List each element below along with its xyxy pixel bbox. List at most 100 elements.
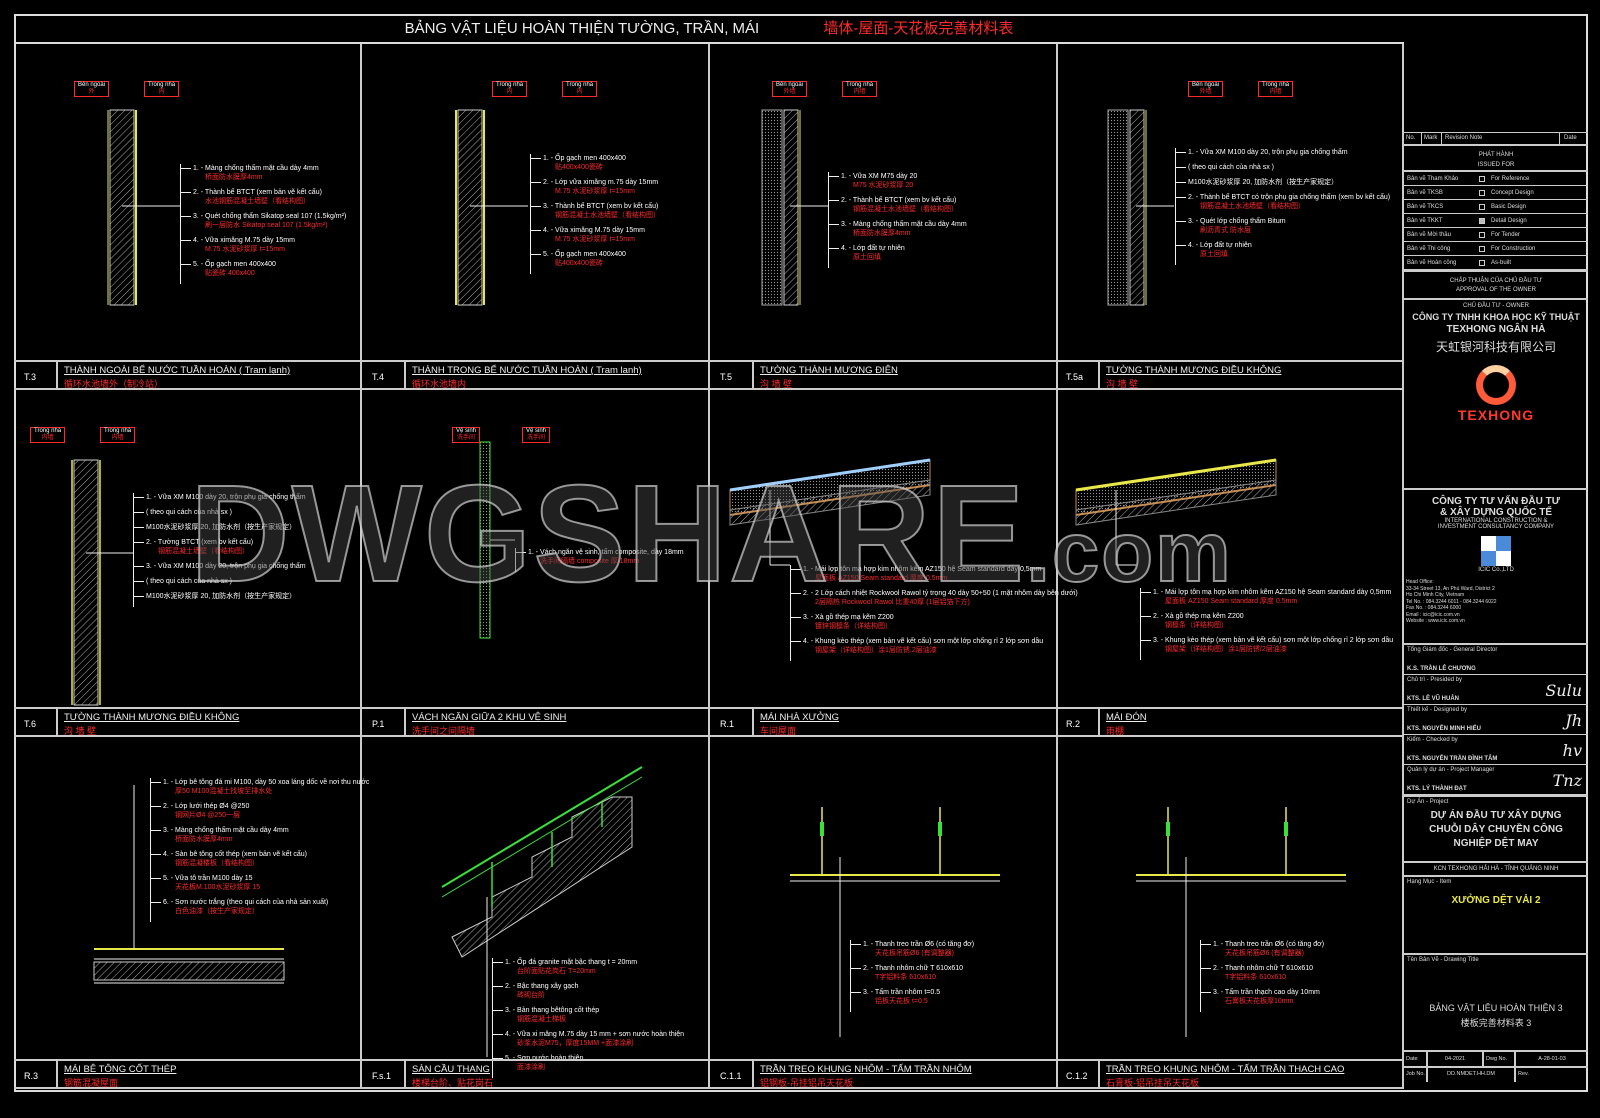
note-zh: 钢屋架（详结构图）涂1层防锈/2层油漆 — [1165, 646, 1287, 653]
detail-subtitle: 沟 墙 壁 — [64, 726, 97, 736]
detail-code: C.1.2 — [1056, 1061, 1100, 1087]
side-tag-zh: 内墙 — [853, 89, 866, 95]
side-tag-zh: 内墙 — [111, 435, 124, 441]
note-zh: 钢屋架（详结构图）涂1层防锈,2层油漆 — [815, 647, 937, 654]
note-vi: 1. - Mái lợp tôn mạ hợp kim nhôm kẽm AZ1… — [803, 566, 1042, 573]
address-line: Email : icic@icic.com.vn — [1406, 611, 1460, 618]
steel-frame — [1075, 479, 1277, 526]
note-vi: 2. - Thành bể BTCT (xem bản vẽ kết cấu) — [193, 189, 322, 196]
detail-subtitle: 车间屋面 — [760, 726, 797, 736]
note-zh: 铝板天花板 t=0.5 — [875, 998, 928, 1005]
detail-panel-r-3: 1. - Lớp bê tông đá mi M100, dày 50 xoa … — [14, 737, 369, 1089]
material-note: 2. - Thành bể BTCT (xem bv kết cấu)钢筋混凝土… — [829, 196, 967, 214]
side-tag-zh: 内 — [506, 89, 513, 95]
detail-title: TRẦN TREO KHUNG NHÔM - TẤM TRẦN NHÔM — [760, 1064, 972, 1075]
note-zh: 钢檩条（详结构图） — [1165, 622, 1228, 629]
note-vi: 3. - Tấm trần nhôm t=0.5 — [863, 989, 941, 996]
note-zh: 镀锌钢檩条（详结构图） — [815, 623, 892, 630]
address-line: Head Office: — [1406, 579, 1434, 585]
note-vi: 5. - Ốp gạch men 400x400 — [543, 251, 626, 258]
note-vi: 1. - Thanh treo trần Ø6 (có tăng đơ) — [863, 941, 975, 948]
detail-panel-c-1-2: 1. - Thanh treo trần Ø6 (có tăng đơ)天花板吊… — [1056, 737, 1404, 1089]
note-vi: 2. - Lớp vữa ximăng m.75 dày 15mm — [543, 179, 659, 186]
material-note: 1. - Thanh treo trần Ø6 (có tăng đơ)天花板吊… — [1200, 940, 1324, 958]
title-block: No. Mark Revision Note Date PHÁT HÀNH IS… — [1404, 14, 1588, 1092]
material-note: M100水泥砂浆厚 20, 加防水剂（按生产家规定） — [134, 523, 306, 532]
detail-title: TƯỜNG THÀNH MƯƠNG ĐIỀU KHÔNG — [64, 712, 240, 723]
material-note: 4. - Sàn bê tông cốt thép (xem bản vẽ kế… — [150, 850, 369, 868]
note-vi: 6. - Sơn nước trắng (theo qui cách của n… — [163, 899, 329, 906]
job-value: DD.NMDET.HH.DM — [1428, 1068, 1516, 1082]
turnbuckle — [1284, 822, 1288, 836]
consultant-en-2: INVESTMENT CONSULTANCY COMPANY — [1437, 524, 1555, 530]
material-note: 3. - Vữa XM M100 dày 20, trộn phụ gia ch… — [134, 562, 306, 571]
address-line: Fax No. : 084.3244 6000 — [1406, 605, 1462, 611]
detail-title: TƯỜNG THÀNH MƯƠNG ĐIỀU KHÔNG — [1106, 365, 1282, 376]
detail-code: T.4 — [362, 362, 406, 388]
side-tag-vi: Trong nhà — [1262, 82, 1290, 88]
note-zh: 贴400x400瓷砖 — [555, 260, 603, 267]
detail-title: TƯỜNG THÀNH MƯƠNG ĐIỆN — [760, 365, 898, 376]
note-vi: 4. - Vữa ximăng M.75 dày 15mm — [193, 237, 295, 244]
side-tag-vi: Trong nhà — [566, 82, 594, 88]
owner-label: CHỦ ĐẦU TƯ - OWNER — [1462, 303, 1529, 309]
issued-for-vi: PHÁT HÀNH — [1478, 152, 1514, 158]
note-zh: 原土回填 — [853, 254, 881, 261]
stair-flight — [451, 796, 633, 958]
concrete-wall — [1129, 109, 1145, 306]
material-note: ( theo qui cách của nhà sx ) — [134, 508, 306, 517]
material-note: 1. - Mái lợp tôn mạ hợp kim nhôm kẽm AZ1… — [791, 565, 1078, 583]
side-tag-vi: Trong nhà — [104, 428, 132, 434]
side-tag-zh: 外 — [88, 89, 95, 95]
issue-en: Concept Design — [1491, 189, 1534, 196]
note-zh: 贴400x400瓷砖 — [555, 164, 603, 171]
note-vi: M100水泥砂浆厚 20, 加防水剂（按生产家规定） — [146, 593, 297, 600]
footer-row-2: Job No. DD.NMDET.HH.DM Rev. — [1404, 1068, 1588, 1082]
issue-vi: Bản vẽ TKKT — [1407, 217, 1443, 224]
material-note: 1. - Lớp bê tông đá mi M100, dày 50 xoa … — [150, 778, 369, 796]
rev-col-date: Date — [1564, 135, 1577, 141]
note-zh: 白色油漆（按生产家规定） — [175, 908, 259, 915]
concrete-wall — [457, 109, 483, 306]
issue-vi: Bản vẽ TKSB — [1407, 189, 1443, 196]
material-note: 6. - Sơn nước trắng (theo qui cách của n… — [150, 898, 369, 916]
roof-sheet — [729, 458, 931, 492]
detail-code: F.s.1 — [362, 1061, 406, 1087]
handrail — [441, 766, 643, 888]
turnbuckle — [1166, 822, 1170, 836]
note-vi: 4. - Sàn bê tông cốt thép (xem bản vẽ kế… — [163, 851, 307, 858]
owner-name: CÔNG TY TNHH KHOA HỌC KỸ THUẬT — [1412, 312, 1580, 322]
note-vi: 1. - Mái lợp tôn mạ hợp kim nhôm kẽm AZ1… — [1153, 589, 1392, 596]
sheet-title-zh: 墙体-屋面-天花板完善材料表 — [823, 20, 1014, 37]
role-label: Quản lý dự án - Project Manager — [1407, 767, 1495, 773]
detail-subtitle: 循环水池墙内 — [412, 379, 467, 389]
note-vi: 5. - Sơn nước hoàn thiện — [505, 1055, 584, 1062]
material-note: 3. - Tấm trần nhôm t=0.5 铝板天花板 t=0.5 — [850, 988, 974, 1006]
side-tag-vi: Bên ngoài — [1192, 82, 1220, 88]
issue-en: For Construction — [1491, 245, 1536, 252]
role-name: KTS. LÝ THÀNH ĐẠT — [1407, 786, 1467, 792]
soil-layer — [1107, 109, 1129, 306]
issue-en: Basic Design — [1491, 203, 1527, 210]
side-tag-zh: 内 — [576, 89, 583, 95]
note-zh: 面漆涂刷 — [517, 1064, 545, 1071]
turnbuckle — [820, 822, 824, 836]
